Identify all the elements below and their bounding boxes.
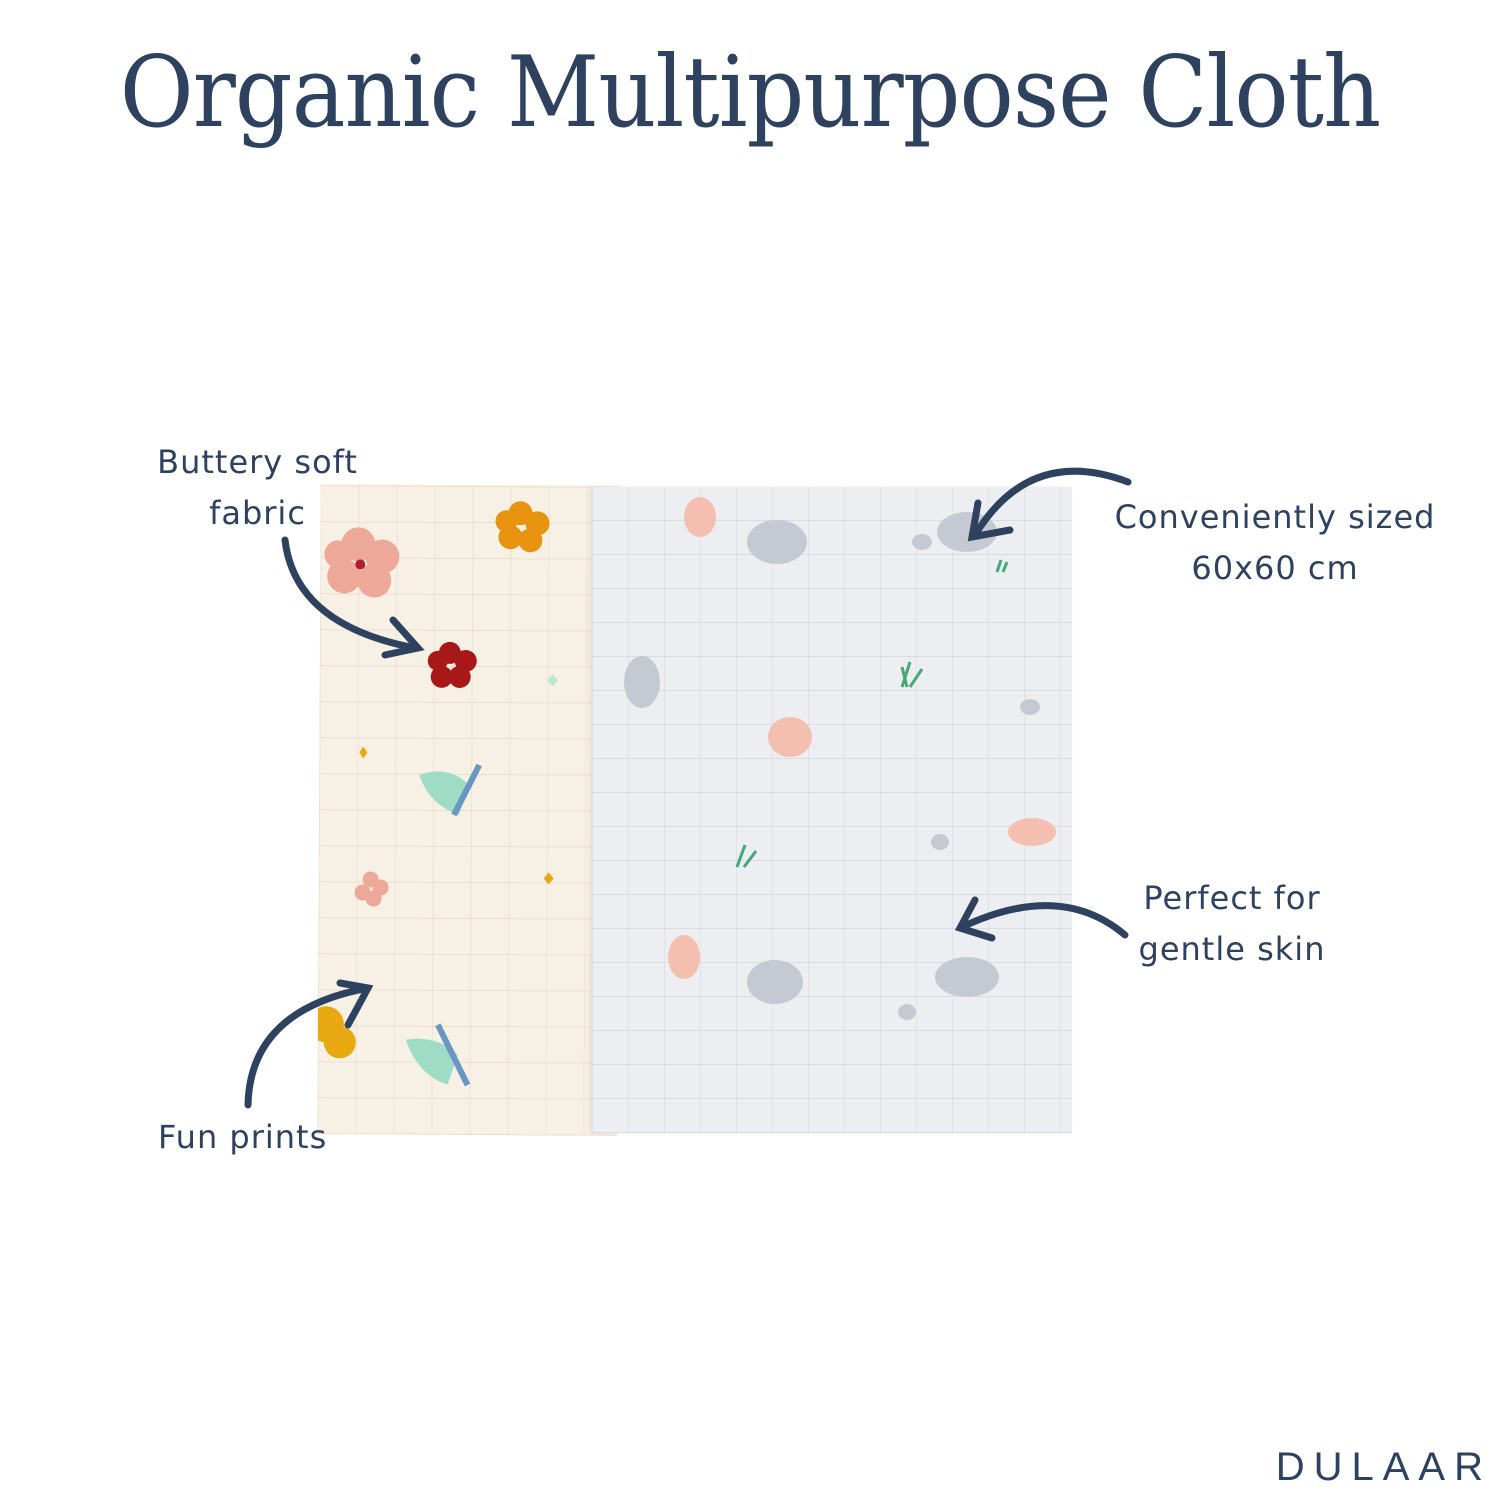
callout-text: Buttery soft: [157, 443, 358, 481]
callout-text: 60x60 cm: [1191, 549, 1359, 587]
grey-animal-cloth: [592, 487, 1072, 1133]
callout-fun-prints: Fun prints: [158, 1112, 333, 1163]
callout-text: Conveniently sized: [1114, 498, 1436, 536]
arrow-sized-icon: [971, 467, 1132, 539]
arrow-gentle-icon: [956, 902, 1129, 939]
callout-gentle-skin: Perfect for gentle skin: [1132, 873, 1332, 975]
cream-floral-cloth: [307, 484, 621, 1136]
callout-text: gentle skin: [1138, 930, 1326, 968]
arrow-prints-icon: [244, 984, 372, 1109]
callout-conveniently-sized: Conveniently sized 60x60 cm: [1110, 492, 1440, 594]
callout-text: Perfect for: [1143, 879, 1321, 917]
floral-print-icon: [307, 501, 558, 1087]
brand-logo: DULAAR: [1275, 1445, 1492, 1489]
arrow-buttery-icon: [281, 536, 419, 652]
page-title: Organic Multipurpose Cloth: [119, 36, 1381, 150]
callout-text: fabric: [209, 494, 306, 532]
animal-print-icon: [624, 497, 1056, 1020]
callout-text: Fun prints: [158, 1118, 328, 1156]
callout-buttery-soft: Buttery soft fabric: [150, 437, 365, 539]
